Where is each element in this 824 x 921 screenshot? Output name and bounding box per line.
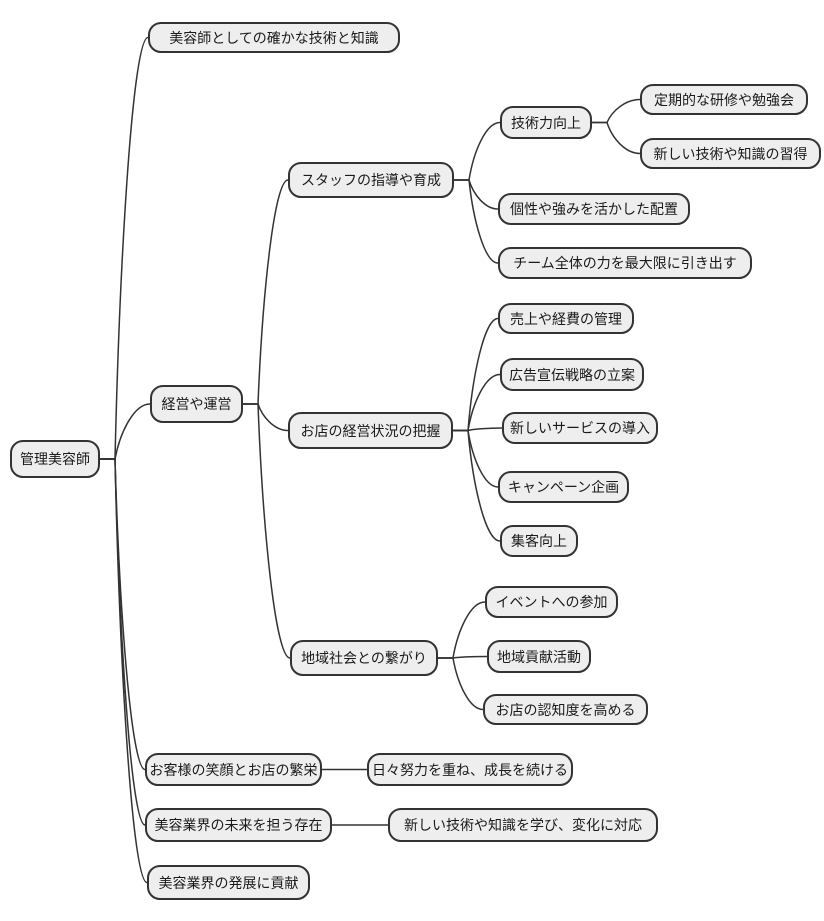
- edge-management-to-shopstatus: [242, 403, 289, 432]
- mindmap-node-newservice: 新しいサービスの導入: [502, 412, 658, 444]
- edge-staff-to-techup: [453, 121, 501, 181]
- edge-root-to-management: [99, 403, 151, 460]
- edge-techup-to-newtech: [591, 121, 641, 155]
- edge-shopstatus-to-ads: [452, 373, 501, 432]
- mindmap-node-newtech: 新しい技術や知識の習得: [640, 138, 821, 169]
- edge-staff-to-placement: [453, 179, 499, 210]
- edge-root-to-skill: [99, 36, 149, 460]
- mindmap-node-effort: 日々努力を重ね、成長を続ける: [367, 753, 573, 786]
- mindmap-node-events: イベントへの参加: [485, 586, 618, 618]
- mindmap-node-happiness: お客様の笑顔とお店の繁栄: [145, 753, 322, 786]
- mindmap-node-sales: 売上や経費の管理: [498, 303, 634, 334]
- edge-staff-to-teampower: [453, 179, 499, 264]
- mindmap-node-management: 経営や運営: [150, 385, 243, 423]
- edge-root-to-happiness: [99, 458, 146, 771]
- mindmap-node-industry: 美容業界の発展に貢献: [147, 865, 310, 900]
- mindmap-node-root: 管理美容師: [10, 440, 100, 478]
- mindmap-node-techup: 技術力向上: [500, 106, 592, 139]
- edge-community-to-awareness: [437, 657, 484, 711]
- mindmap-node-future: 美容業界の未来を担う存在: [145, 808, 332, 842]
- mindmap-node-attract: 集客向上: [500, 525, 578, 557]
- edge-management-to-community: [242, 403, 291, 659]
- edge-root-to-industry: [99, 458, 148, 884]
- mindmap-node-skill: 美容師としての確かな技術と知識: [148, 22, 400, 53]
- edge-root-to-future: [99, 458, 146, 826]
- edge-shopstatus-to-sales: [452, 317, 499, 432]
- mindmap-node-shopstatus: お店の経営状況の把握: [288, 412, 453, 449]
- edge-community-to-events: [437, 601, 486, 659]
- mindmap-node-contribution: 地域貢献活動: [487, 640, 591, 673]
- edge-techup-to-training: [591, 98, 641, 124]
- mindmap-node-placement: 個性や強みを活かした配置: [498, 193, 690, 225]
- mindmap-node-community: 地域社会との繋がり: [290, 640, 438, 676]
- edge-shopstatus-to-attract: [452, 429, 501, 542]
- mindmap-node-teampower: チーム全体の力を最大限に引き出す: [498, 247, 752, 279]
- mindmap-node-campaign: キャンペーン企画: [498, 471, 629, 503]
- mindmap-node-awareness: お店の認知度を高める: [483, 694, 648, 725]
- edge-shopstatus-to-campaign: [452, 429, 499, 488]
- mindmap-node-staff: スタッフの指導や育成: [288, 162, 454, 198]
- mindmap-node-training: 定期的な研修や勉強会: [640, 84, 808, 115]
- edge-management-to-staff: [242, 179, 289, 405]
- mindmap-node-ads: 広告宣伝戦略の立案: [500, 358, 644, 391]
- mindmap-node-adapt: 新しい技術や知識を学び、変化に対応: [388, 808, 658, 842]
